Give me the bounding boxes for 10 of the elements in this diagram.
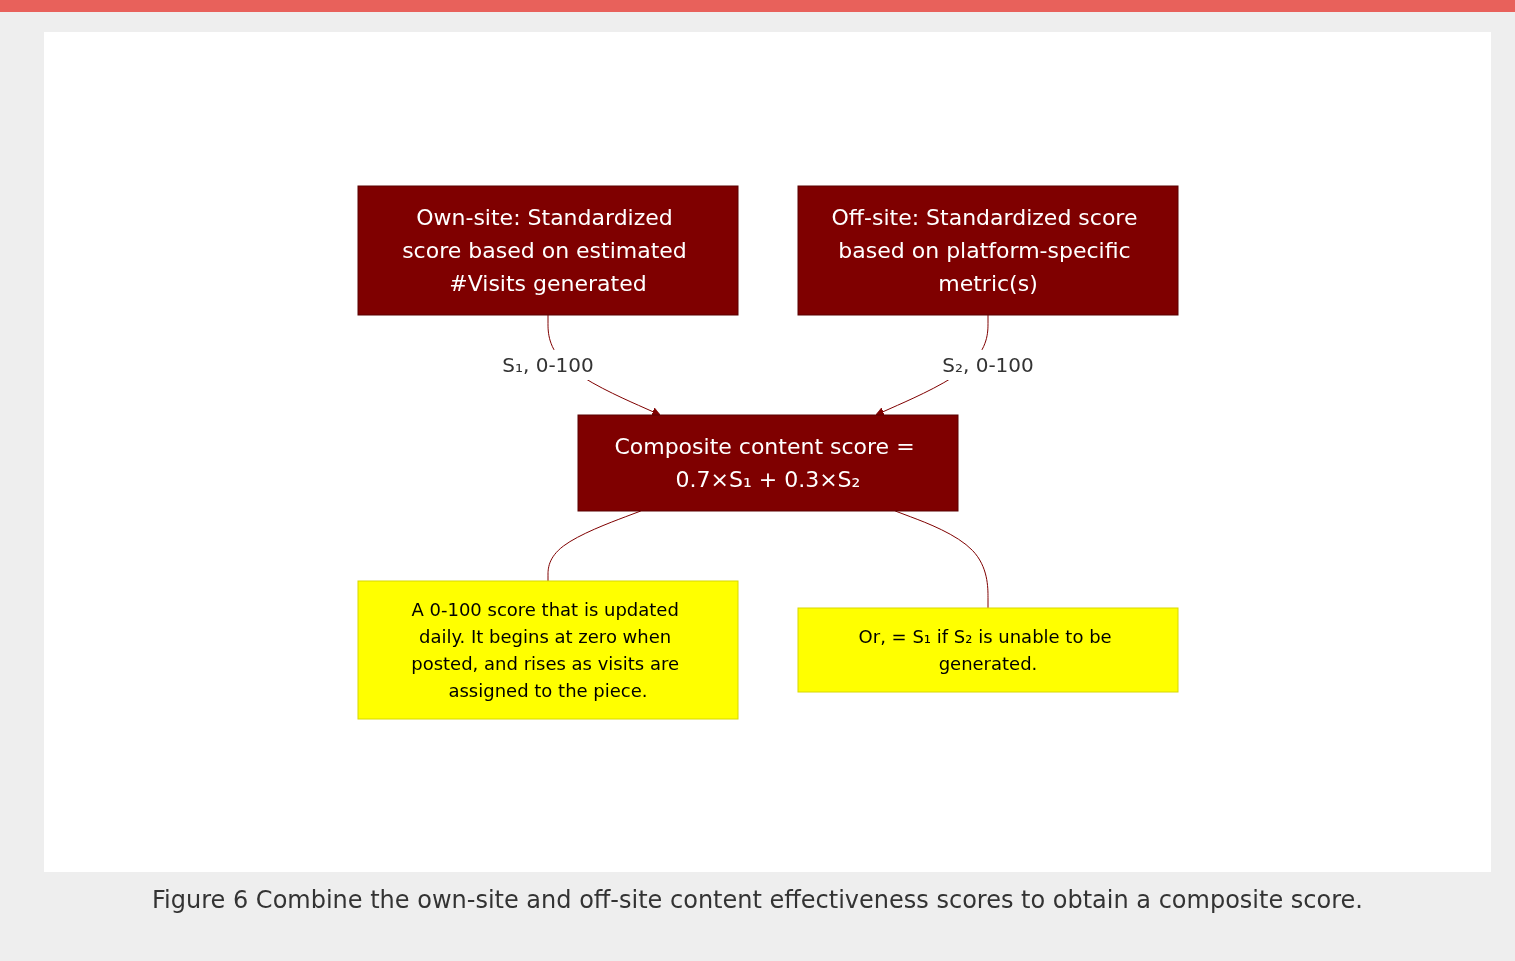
- edge-label: S₁, 0-100: [501, 352, 594, 377]
- connector: [547, 510, 641, 581]
- edge-label: S₂, 0-100: [941, 352, 1034, 377]
- node-box: Off-site: Standardized score based on platform-specific metric(s): [797, 185, 1178, 315]
- node-box: A 0-100 score that is updated daily. It begins at zero when posted, and rises as visits are assigned to the piece.: [357, 580, 738, 719]
- node-box: Own-site: Standardized score based on estimated #Visits generated: [357, 185, 738, 315]
- node-box: Or, = S₁ if S₂ is unable to be generated.: [797, 607, 1178, 692]
- connector: [894, 510, 988, 608]
- figure-caption: Figure 6 Combine the own-site and off-site content effectiveness scores to obtain a composite score.: [151, 886, 1364, 914]
- node-box: Composite content score = 0.7×S₁ + 0.3×S₂: [577, 414, 958, 511]
